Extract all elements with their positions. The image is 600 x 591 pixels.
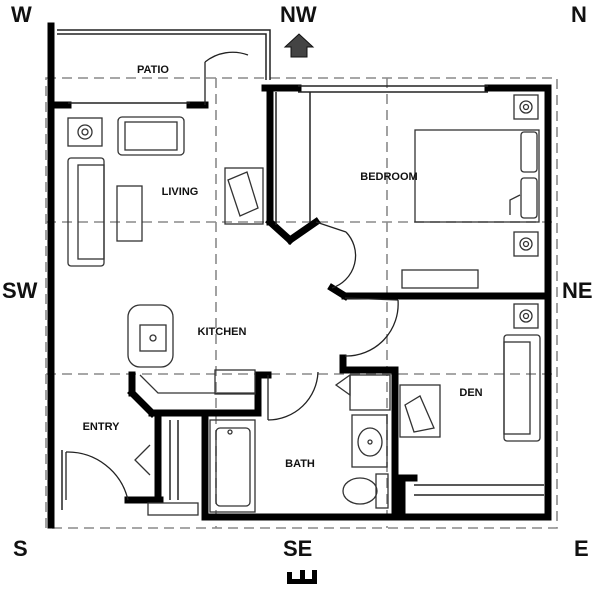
bathtub bbox=[209, 419, 256, 513]
room-label-patio: PATIO bbox=[137, 64, 169, 76]
living-sofa bbox=[67, 157, 105, 267]
den-chair bbox=[399, 384, 441, 438]
compass-label-se: SE bbox=[283, 536, 313, 561]
den-lamp-table bbox=[513, 303, 539, 329]
bed bbox=[414, 129, 540, 223]
compass-label-w: W bbox=[11, 2, 32, 27]
kitchen-range bbox=[127, 304, 174, 368]
dresser bbox=[401, 269, 479, 289]
furniture bbox=[67, 94, 541, 516]
compass-label-s: S bbox=[13, 536, 28, 561]
room-label-den: DEN bbox=[459, 387, 482, 399]
compass-label-nw: NW bbox=[280, 2, 317, 27]
toilet bbox=[342, 473, 389, 509]
room-label-living: LIVING bbox=[162, 186, 199, 198]
bath-sink bbox=[351, 414, 388, 468]
nightstand-bottom bbox=[513, 231, 539, 257]
den-sofa bbox=[503, 334, 541, 442]
thin-walls bbox=[61, 85, 544, 510]
room-label-kitchen: KITCHEN bbox=[198, 326, 247, 338]
room-label-bath: BATH bbox=[285, 458, 315, 470]
compass-label-e: E bbox=[574, 536, 589, 561]
nightstand-top bbox=[513, 94, 539, 120]
room-label-bedroom: BEDROOM bbox=[360, 171, 417, 183]
house-arrow-icon bbox=[283, 33, 315, 58]
walls bbox=[47, 22, 552, 529]
room-label-entry: ENTRY bbox=[83, 421, 121, 433]
compass-label-sw: SW bbox=[2, 278, 38, 303]
patio-rail bbox=[57, 29, 271, 80]
living-chair bbox=[224, 167, 264, 225]
coffee-table bbox=[116, 185, 143, 242]
compass-label-n: N bbox=[571, 2, 587, 27]
trigram-symbol-icon bbox=[287, 570, 317, 584]
lamp-table bbox=[67, 117, 103, 147]
compass-label-ne: NE bbox=[562, 278, 593, 303]
doors bbox=[65, 51, 399, 501]
living-armchair bbox=[117, 116, 185, 156]
